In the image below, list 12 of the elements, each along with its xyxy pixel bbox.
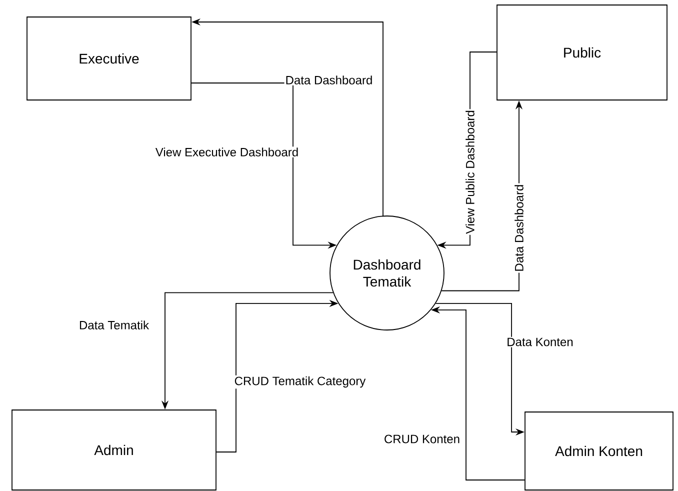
edge-label: View Public Dashboard [464,109,476,235]
edge-label: CRUD Konten [383,434,462,444]
edge-label: Data Dashboard [514,183,524,273]
edge-label: View Executive Dashboard [154,146,300,158]
edge-label: CRUD Tematik Category [233,375,367,389]
edge-label: Data Tematik [78,320,150,330]
entity-box: Admin Konten [524,412,674,490]
entity-box: Public [496,4,668,100]
entity-box: Admin [12,410,216,490]
edge-label: Data Konten [506,336,574,348]
edge-label: Data Dashboard [284,74,374,86]
entity-box: Executive [26,16,192,100]
